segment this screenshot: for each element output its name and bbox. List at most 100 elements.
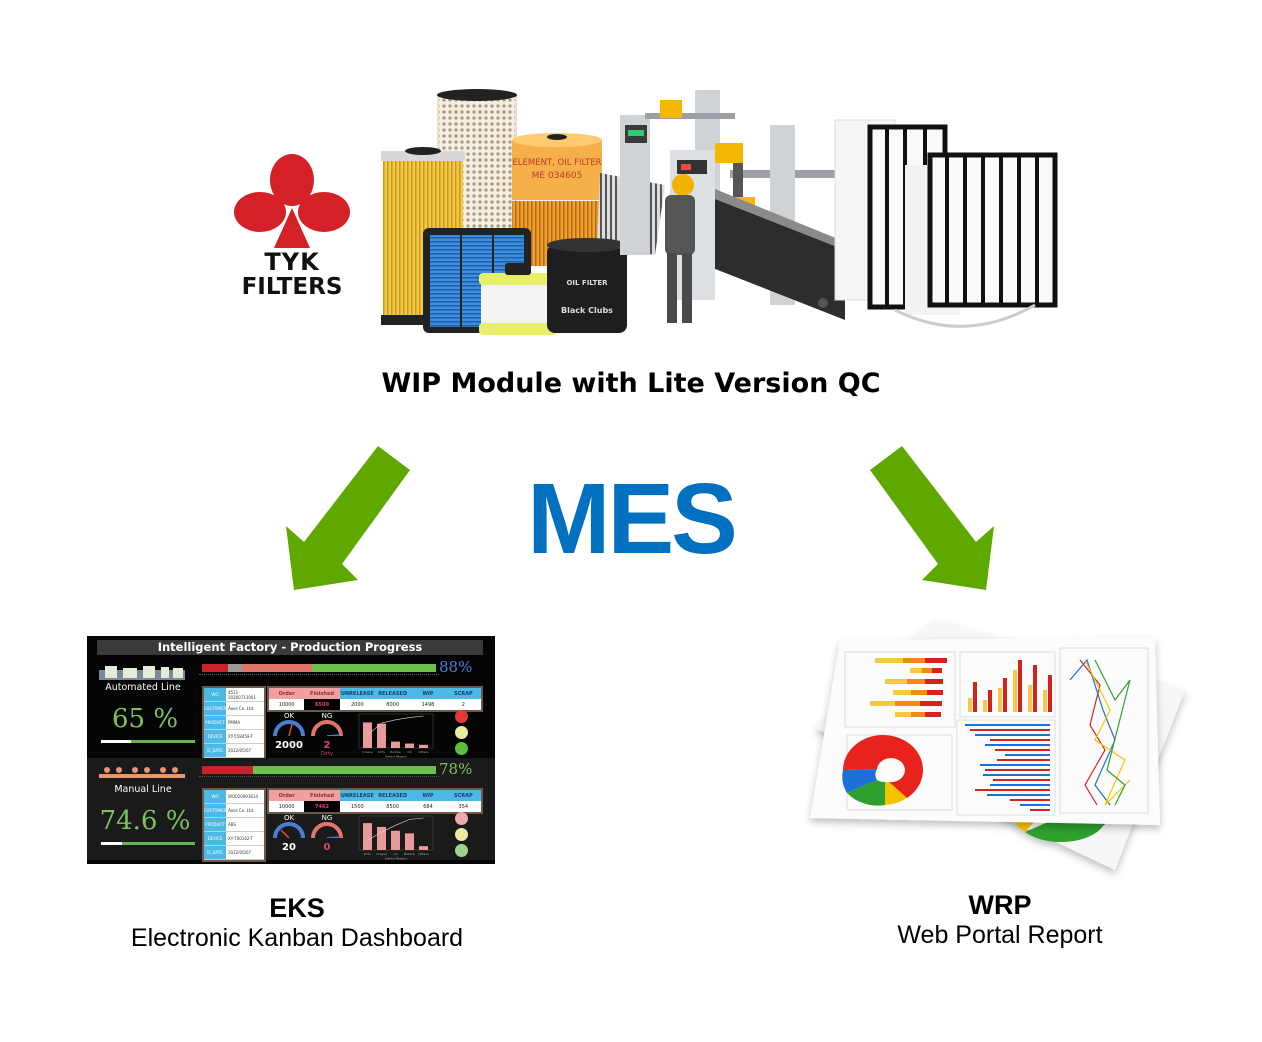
mes-title: MES (527, 463, 738, 575)
stat-header: RELEASED (374, 688, 411, 699)
info-value: ABS (228, 822, 236, 827)
chart-category-label: Dirty (378, 750, 386, 754)
info-value: XY-700162-T (228, 836, 253, 841)
eks-caption-subtitle: Electronic Kanban Dashboard (130, 924, 464, 952)
status-light-icon (455, 726, 468, 739)
ok-label: OK (283, 712, 295, 720)
ng-value: 2 (323, 740, 331, 751)
status-lights (455, 812, 471, 860)
svg-text:ELEMENT, OIL FILTER: ELEMENT, OIL FILTER (512, 158, 601, 168)
progress-segment (241, 664, 312, 672)
stat-header: Finished (304, 688, 340, 699)
report-sheet-front (810, 638, 1160, 825)
stat-header: RELEASED (374, 790, 411, 801)
status-light-icon (455, 710, 468, 723)
progress-ticks (199, 674, 439, 679)
line-efficiency: 74.6 % (99, 806, 191, 836)
wrp-caption: WRP Web Portal Report (850, 890, 1150, 950)
progress-segment (202, 766, 254, 774)
status-light-icon (455, 844, 468, 857)
stat-value: 10000 (278, 701, 295, 708)
chart-category-label: Crease (376, 852, 387, 856)
ng-value: 0 (323, 842, 331, 853)
ng-gauge: NG 0 (307, 814, 347, 858)
info-value: XY-558459-T (228, 734, 253, 739)
chart-xlabel: Defect Reason (385, 755, 407, 759)
stat-value: 2000 (350, 701, 364, 708)
ok-value: 20 (282, 842, 296, 853)
info-key: CUSTOMER (204, 702, 226, 715)
chart-category-label: Oil (407, 750, 411, 754)
status-light-icon (455, 742, 468, 755)
production-progress-bar (202, 664, 436, 672)
info-value: Aoes Co. Ltd. (228, 706, 255, 711)
status-light-icon (455, 812, 468, 825)
stat-value: 2 (461, 701, 465, 708)
defect-bar (377, 723, 386, 748)
defect-bar (377, 826, 386, 850)
stacked-bar-chart-icon (870, 658, 947, 717)
info-key: WO (204, 790, 226, 803)
module-subtitle: WIP Module with Lite Version QC (381, 368, 881, 399)
white-fuel-filter-icon (479, 263, 557, 335)
svg-text:ME 034605: ME 034605 (532, 171, 583, 181)
tyk-filters-logo: TYK FILTERS (222, 150, 362, 300)
info-key: DEVICE (204, 832, 226, 845)
cumulative-line (367, 715, 424, 736)
info-value: WO020091614 (228, 794, 259, 799)
info-value: 4511-20200711001 (228, 689, 256, 700)
stat-value: 7462 (304, 801, 340, 812)
progress-percent: 88% (439, 658, 473, 676)
defect-bar (363, 823, 372, 850)
stat-header: WIP (410, 790, 446, 801)
chart-xlabel: Defect Reason (385, 857, 407, 861)
svg-text:OIL FILTER: OIL FILTER (566, 279, 608, 287)
factory-robot-line-icon (620, 90, 853, 401)
stat-header: SCRAP (445, 790, 481, 801)
stat-value: 1498 (421, 701, 435, 708)
stat-value: 8000 (386, 701, 400, 708)
machines-icon (99, 666, 185, 680)
info-value: 2022/05/07 (228, 748, 252, 753)
ok-gauge: OK 20 (269, 814, 309, 858)
stat-header: WIP (410, 688, 446, 699)
progress-segment (227, 664, 242, 672)
wrp-caption-subtitle: Web Portal Report (897, 921, 1103, 949)
chart-category-label: Crease (362, 750, 373, 754)
ng-gauge: NG 2 Dirty (307, 712, 347, 757)
chart-category-label: Others (418, 750, 429, 754)
logo-text-tyk: TYK (264, 248, 320, 276)
chart-category-label: Bubble (404, 852, 415, 856)
stat-header: SCRAP (445, 688, 481, 699)
stat-value: 8500 (386, 803, 400, 810)
info-value: Aoes Co. Ltd. (228, 808, 255, 813)
progress-segment (202, 664, 228, 672)
eks-caption: EKS Electronic Kanban Dashboard (87, 893, 507, 953)
logo-text-filters: FILTERS (241, 274, 343, 300)
info-key: D_DATE (204, 846, 226, 859)
chart-category-label: Dirty (364, 852, 372, 856)
info-key: D_DATE (204, 744, 226, 757)
stat-header: Finished (304, 790, 340, 801)
bag-filter-icon (834, 119, 1058, 328)
dashboard-title: Intelligent Factory - Production Progres… (97, 640, 483, 655)
gauge-ok-icon (273, 822, 305, 839)
ok-value: 2000 (275, 740, 303, 751)
production-progress-bar (202, 766, 436, 774)
progress-segment (311, 664, 436, 672)
info-key: PRODUCT (204, 716, 226, 729)
svg-text:Black Clubs: Black Clubs (561, 306, 613, 315)
defect-bar (419, 744, 428, 748)
info-value: PMMA (228, 720, 241, 725)
